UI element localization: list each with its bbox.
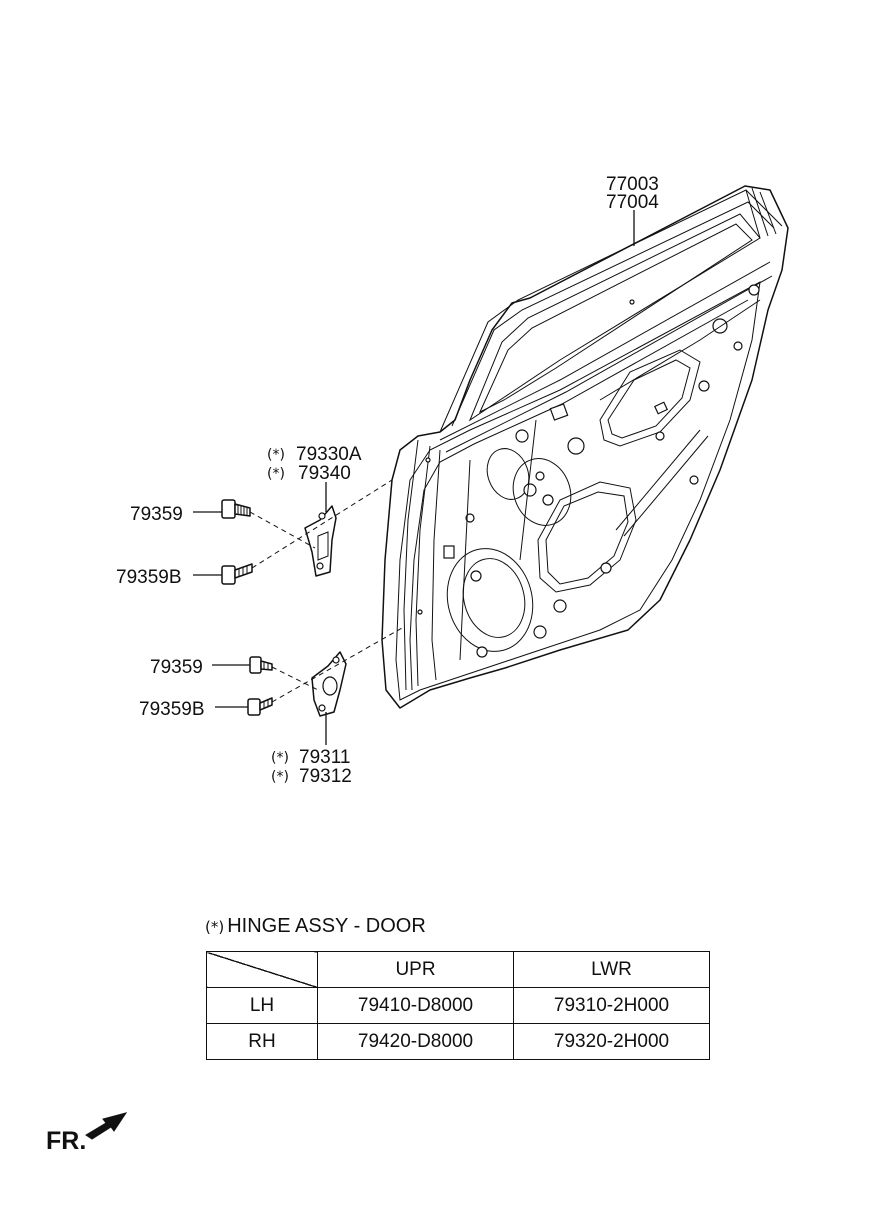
label-77003: 77003 <box>606 174 659 195</box>
bolt-79359-upper <box>221 499 251 519</box>
asterisk-marker: (*) <box>271 750 289 766</box>
label-79312: 79312 <box>299 766 352 787</box>
lower-hinge <box>311 651 347 717</box>
asterisk-marker: (*) <box>205 917 225 936</box>
table-cell-lwr: 79320-2H000 <box>513 1023 710 1060</box>
table-header-row: UPR LWR <box>206 951 710 988</box>
label-79311: 79311 <box>299 747 350 768</box>
assembly-lines <box>249 479 403 703</box>
front-direction-indicator: FR. <box>46 1105 136 1165</box>
label-79359-upper: 79359 <box>130 504 183 525</box>
table-header-upr: UPR <box>317 951 514 988</box>
table-cell-upr: 79410-D8000 <box>317 987 514 1024</box>
asterisk-marker: (*) <box>267 447 285 463</box>
upper-hinge <box>304 505 337 577</box>
table-cell-lwr: 79310-2H000 <box>513 987 710 1024</box>
front-label: FR. <box>46 1127 87 1155</box>
legend-title: (*) HINGE ASSY - DOOR <box>205 915 426 938</box>
asterisk-marker: (*) <box>267 466 285 482</box>
table-row: RH 79420-D8000 79320-2H000 <box>206 1023 710 1060</box>
table-cell-side: LH <box>206 987 318 1024</box>
label-79359b-upper: 79359B <box>116 567 182 588</box>
asterisk-marker: (*) <box>271 769 289 785</box>
hinge-legend: (*) HINGE ASSY - DOOR <box>205 915 426 950</box>
label-79359b-lower: 79359B <box>139 699 205 720</box>
label-79330a: 79330A <box>296 444 362 465</box>
legend-title-text: HINGE ASSY - DOOR <box>227 915 426 937</box>
rear-door-panel <box>381 185 789 709</box>
table-corner-cell <box>206 951 318 988</box>
table-row: LH 79410-D8000 79310-2H000 <box>206 987 710 1024</box>
leader-lines <box>193 210 635 745</box>
front-arrow-icon <box>85 1112 128 1140</box>
bolt-79359b-lower <box>247 697 273 716</box>
label-77004: 77004 <box>606 192 659 213</box>
hinge-part-table: UPR LWR LH 79410-D8000 79310-2H000 RH 79… <box>206 951 710 1060</box>
label-79359-lower: 79359 <box>150 657 203 678</box>
table-header-lwr: LWR <box>513 951 710 988</box>
label-79340: 79340 <box>298 463 351 484</box>
bolt-79359b-upper <box>221 563 253 585</box>
table-cell-side: RH <box>206 1023 318 1060</box>
table-cell-upr: 79420-D8000 <box>317 1023 514 1060</box>
bolt-79359-lower <box>249 656 273 674</box>
